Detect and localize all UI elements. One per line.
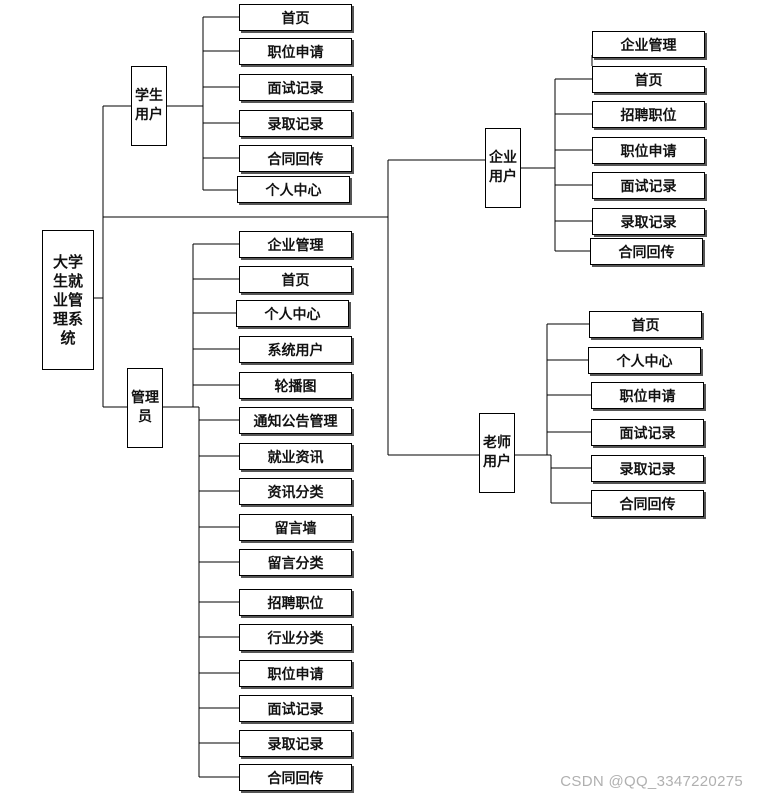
branch-node-enterprise-user: 企业用户 — [485, 128, 521, 208]
admin-item-carousel: 轮播图 — [239, 372, 352, 399]
enterprise-item-job-application: 职位申请 — [592, 137, 705, 164]
enterprise-item-recruitment-positions: 招聘职位 — [592, 101, 705, 128]
student-item-interview-records: 面试记录 — [239, 74, 352, 101]
admin-item-contract-return: 合同回传 — [239, 764, 352, 791]
admin-item-message-category: 留言分类 — [239, 549, 352, 576]
enterprise-item-admission-records: 录取记录 — [592, 208, 705, 235]
admin-item-personal-center: 个人中心 — [236, 300, 349, 327]
branch-node-teacher-user: 老师用户 — [479, 413, 515, 493]
teacher-item-personal-center: 个人中心 — [588, 347, 701, 374]
admin-item-industry-category: 行业分类 — [239, 624, 352, 651]
admin-item-interview-records: 面试记录 — [239, 695, 352, 722]
admin-item-enterprise-management: 企业管理 — [239, 231, 352, 258]
student-item-personal-center: 个人中心 — [237, 176, 350, 203]
branch-node-student-user: 学生用户 — [131, 66, 167, 146]
admin-item-news-category: 资讯分类 — [239, 478, 352, 505]
admin-item-home: 首页 — [239, 266, 352, 293]
admin-item-admission-records: 录取记录 — [239, 730, 352, 757]
watermark: CSDN @QQ_3347220275 — [560, 773, 743, 790]
admin-item-message-wall: 留言墙 — [239, 514, 352, 541]
teacher-item-interview-records: 面试记录 — [591, 419, 704, 446]
admin-item-system-users: 系统用户 — [239, 336, 352, 363]
enterprise-item-interview-records: 面试记录 — [592, 172, 705, 199]
enterprise-item-contract-return: 合同回传 — [590, 238, 703, 265]
teacher-item-home: 首页 — [589, 311, 702, 338]
enterprise-item-home: 首页 — [592, 66, 705, 93]
teacher-item-contract-return: 合同回传 — [591, 490, 704, 517]
student-item-job-application: 职位申请 — [239, 38, 352, 65]
admin-item-recruitment-positions: 招聘职位 — [239, 589, 352, 616]
teacher-item-admission-records: 录取记录 — [591, 455, 704, 482]
student-item-contract-return: 合同回传 — [239, 145, 352, 172]
root-node-system: 大学生就业管理系统 — [42, 230, 94, 370]
branch-node-admin: 管理员 — [127, 368, 163, 448]
admin-item-notice-management: 通知公告管理 — [239, 407, 352, 434]
admin-item-employment-news: 就业资讯 — [239, 443, 352, 470]
student-item-home: 首页 — [239, 4, 352, 31]
student-item-admission-records: 录取记录 — [239, 110, 352, 137]
admin-item-job-application: 职位申请 — [239, 660, 352, 687]
teacher-item-job-application: 职位申请 — [591, 382, 704, 409]
enterprise-item-enterprise-management: 企业管理 — [592, 31, 705, 58]
